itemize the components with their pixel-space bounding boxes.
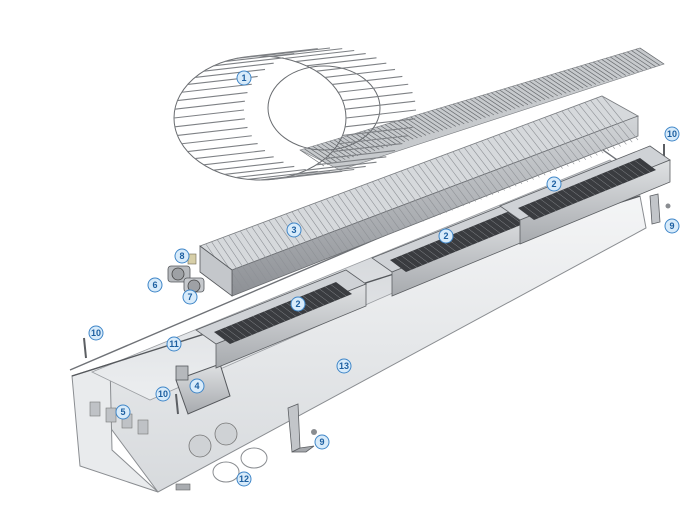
callout-marker — [174, 248, 190, 264]
fan-module-3 — [499, 145, 671, 245]
callout-c10b: 10 — [155, 386, 171, 402]
callout-c9b: 9 — [314, 434, 330, 450]
fan-grid — [518, 158, 656, 220]
callout-number: 2 — [551, 179, 556, 189]
callout-marker — [88, 325, 104, 341]
callout-marker — [286, 222, 302, 238]
callout-c9a: 9 — [664, 218, 680, 234]
callout-number: 12 — [239, 474, 249, 484]
callout-marker — [336, 358, 352, 374]
callout-marker — [189, 378, 205, 394]
trough-hole-1 — [188, 434, 212, 458]
connectors — [167, 253, 205, 293]
callout-c12: 12 — [236, 471, 252, 487]
fan-module-1 — [195, 269, 367, 369]
callout-marker — [182, 289, 198, 305]
callout-number: 3 — [291, 225, 296, 235]
callout-marker — [314, 434, 330, 450]
callout-marker — [147, 277, 163, 293]
callout-marker — [155, 386, 171, 402]
plugs — [212, 447, 268, 483]
callout-c3: 3 — [286, 222, 302, 238]
callout-c8: 8 — [174, 248, 190, 264]
heat-exchanger-header — [199, 245, 233, 297]
callout-marker — [166, 336, 182, 352]
mounting-bracket-front — [287, 403, 317, 453]
mounting-bracket-right — [649, 193, 671, 225]
callout-c2a: 2 — [290, 296, 306, 312]
callout-number: 7 — [187, 292, 192, 302]
callout-marker — [290, 296, 306, 312]
callout-marker — [115, 404, 131, 420]
callout-marker — [236, 70, 252, 86]
callout-c10a: 10 — [88, 325, 104, 341]
callout-marker — [438, 228, 454, 244]
callout-c2b: 2 — [438, 228, 454, 244]
trough-foot — [175, 483, 191, 491]
fan-module-2 — [371, 197, 543, 297]
callout-c5: 5 — [115, 404, 131, 420]
heat-exchanger — [199, 95, 639, 297]
callout-number: 10 — [91, 328, 101, 338]
callout-c4: 4 — [189, 378, 205, 394]
heat-exchanger-fins — [199, 95, 639, 295]
callout-number: 8 — [179, 251, 184, 261]
callout-number: 10 — [667, 129, 677, 139]
callout-number: 13 — [339, 361, 349, 371]
callout-number: 2 — [295, 299, 300, 309]
callout-number: 2 — [443, 231, 448, 241]
fan-modules — [195, 145, 671, 369]
trough-end-openings — [89, 401, 149, 435]
callout-c7: 7 — [182, 289, 198, 305]
callout-number: 1 — [241, 73, 246, 83]
callout-number: 9 — [319, 437, 324, 447]
roll-up-grille — [173, 47, 665, 181]
grille-rolled-section — [173, 47, 417, 181]
callout-marker — [236, 471, 252, 487]
callout-c13: 13 — [336, 358, 352, 374]
callout-marker — [546, 176, 562, 192]
callout-number: 9 — [669, 221, 674, 231]
callout-c11: 11 — [166, 336, 182, 352]
trough-hole-2 — [214, 422, 238, 446]
callout-number: 5 — [120, 407, 125, 417]
callout-c6: 6 — [147, 277, 163, 293]
callout-number: 4 — [194, 381, 199, 391]
callout-c1: 1 — [236, 70, 252, 86]
callout-number: 6 — [152, 280, 157, 290]
callout-c10c: 10 — [664, 126, 680, 142]
callout-c2c: 2 — [546, 176, 562, 192]
callout-number: 11 — [169, 339, 179, 349]
callout-number: 10 — [158, 389, 168, 399]
callout-marker — [664, 126, 680, 142]
callout-marker — [664, 218, 680, 234]
